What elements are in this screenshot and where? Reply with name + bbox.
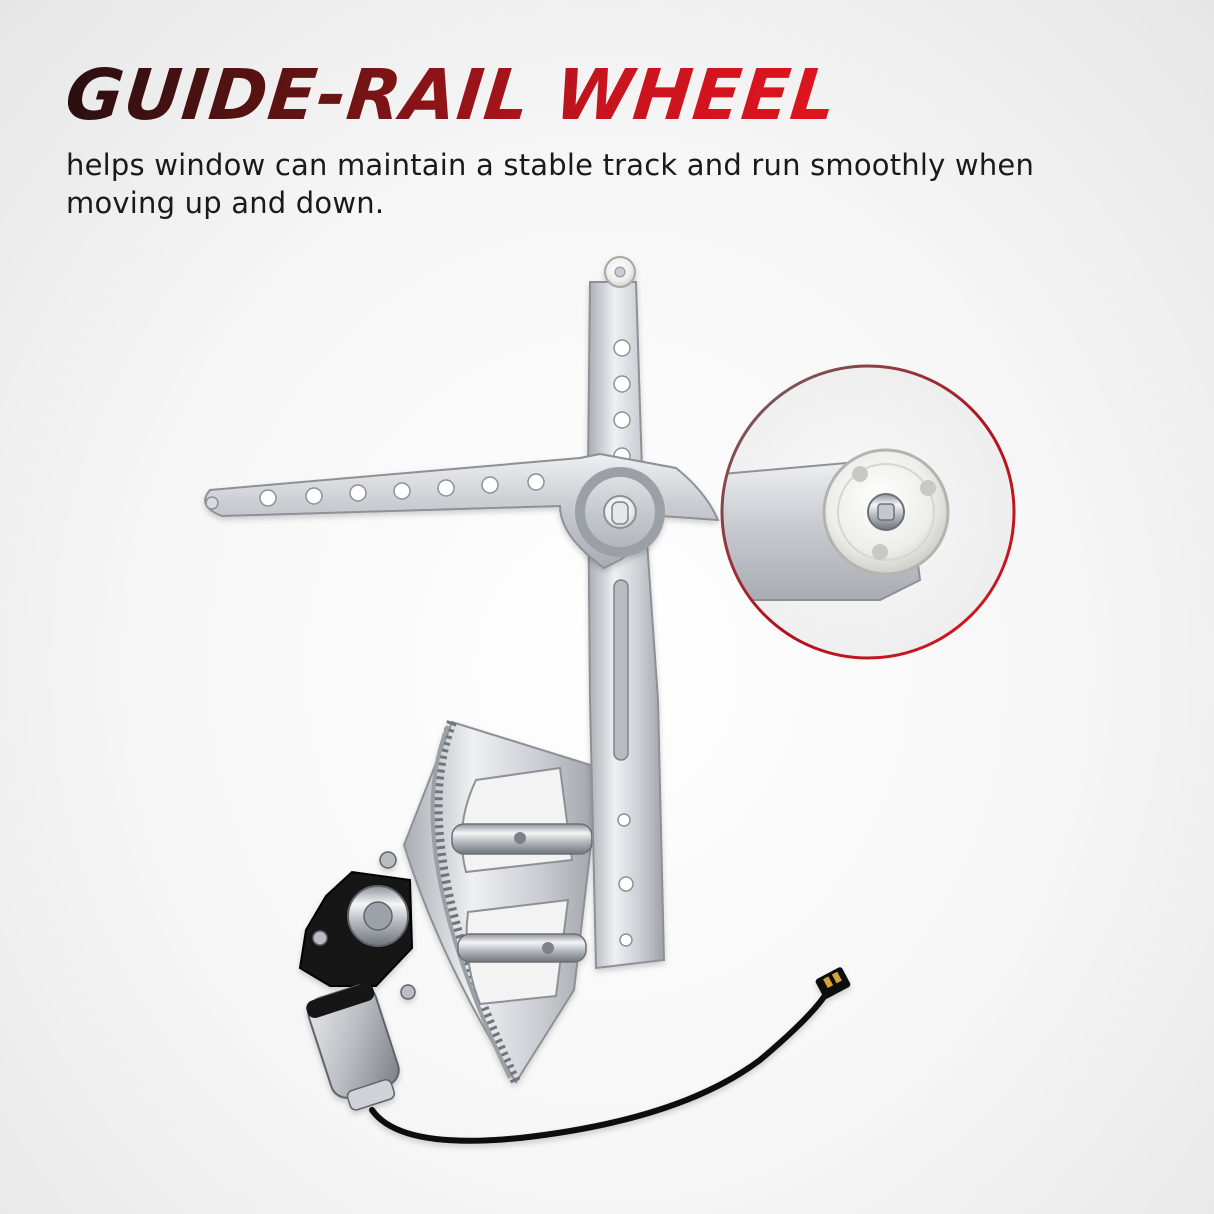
- guide-rail-wheel-top: [604, 256, 636, 288]
- lift-arm-vertical: [586, 256, 666, 970]
- callout-ring-icon: [720, 364, 1016, 660]
- window-motor: [298, 851, 851, 1144]
- guide-rail-wheel-closeup: [822, 448, 950, 576]
- horizontal-arm: [204, 452, 720, 570]
- zoom-callout: [720, 364, 1016, 660]
- feature-description: helps window can maintain a stable track…: [66, 148, 1035, 220]
- sector-gear-plate: [402, 720, 602, 1085]
- wire-connector: [815, 967, 851, 999]
